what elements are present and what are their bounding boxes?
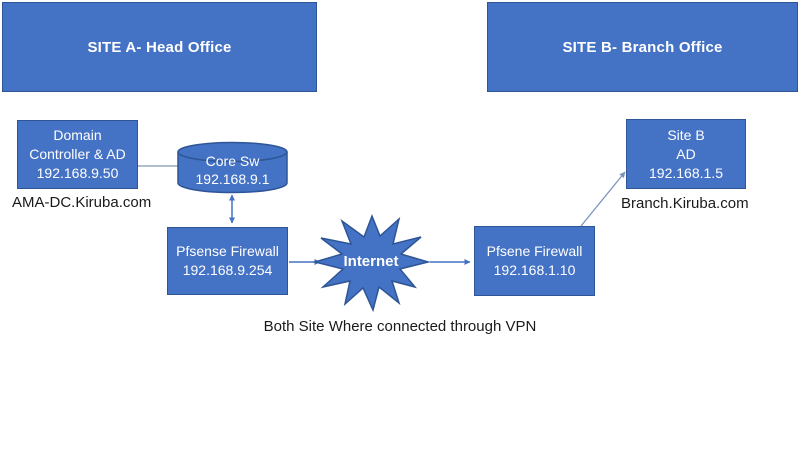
internet-label: Internet (343, 253, 399, 270)
site-b-ad-ip: 192.168.1.5 (649, 164, 723, 181)
firewall-a-name: Pfsense Firewall (176, 243, 279, 259)
core-switch-ip: 192.168.9.1 (195, 171, 270, 187)
link-firewall-b-sitebad (580, 171, 626, 227)
firewall-a-node: Pfsense Firewall 192.168.9.254 (167, 227, 288, 295)
firewall-b-name: Pfsene Firewall (486, 243, 583, 259)
site-b-ad-node: Site B AD 192.168.1.5 (626, 119, 746, 189)
site-b-ad-caption: Branch.Kiruba.com (621, 195, 749, 212)
firewall-b-node: Pfsene Firewall 192.168.1.10 (474, 226, 595, 296)
site-a-header-label: SITE A- Head Office (87, 38, 232, 56)
site-b-header-label: SITE B- Branch Office (562, 38, 723, 56)
site-b-header-box: SITE B- Branch Office (487, 2, 798, 92)
firewall-a-ip: 192.168.9.254 (182, 262, 273, 278)
firewall-b-ip: 192.168.1.10 (493, 262, 576, 278)
domain-controller-caption: AMA-DC.Kiruba.com (12, 194, 152, 211)
site-b-ad-line2: AD (676, 145, 696, 162)
domain-controller-line2: Controller & AD (29, 146, 126, 162)
site-b-ad-line1: Site B (667, 126, 705, 143)
domain-controller-line1: Domain (53, 127, 102, 143)
site-a-header-box: SITE A- Head Office (2, 2, 317, 92)
vpn-note: Both Site Where connected through VPN (263, 318, 537, 335)
core-switch-name: Core Sw (205, 153, 260, 169)
domain-controller-node: Domain Controller & AD 192.168.9.50 (17, 120, 138, 189)
domain-controller-ip: 192.168.9.50 (36, 165, 119, 181)
core-switch-label: Core Sw 192.168.9.1 (178, 150, 287, 190)
